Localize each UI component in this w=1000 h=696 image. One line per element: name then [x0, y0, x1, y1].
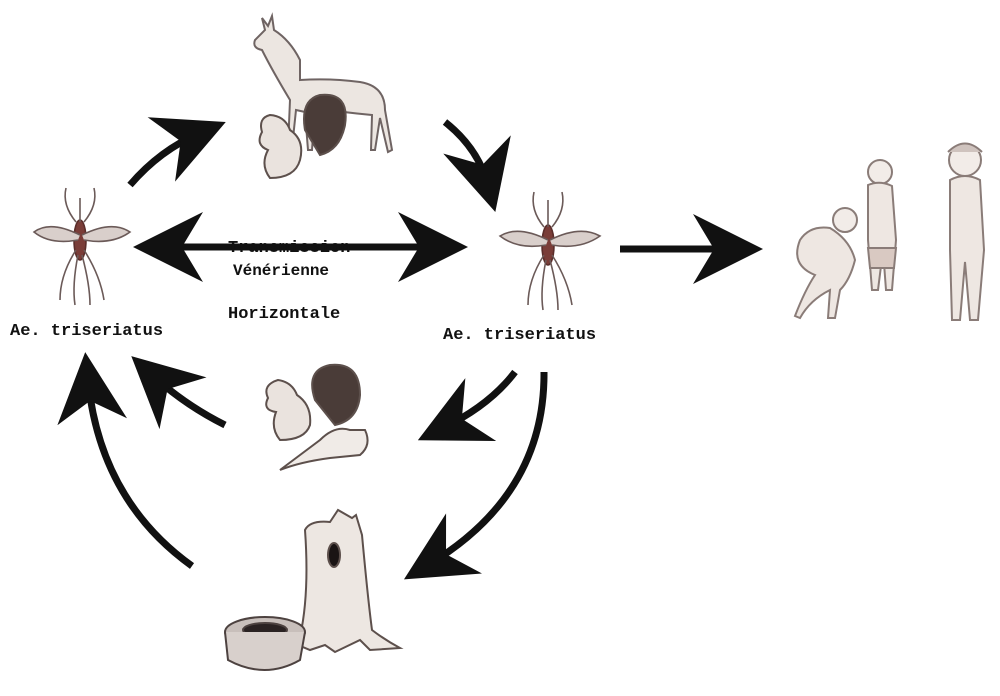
transmission-label-line1: Transmission	[228, 238, 350, 260]
left-mosquito-label: Ae. triseriatus	[10, 322, 163, 341]
arrow-stump-to-mosquito	[88, 380, 192, 566]
arrows	[88, 122, 735, 566]
right-mosquito-label: Ae. triseriatus	[443, 326, 596, 345]
tree-stump-icon	[298, 510, 400, 652]
children-icon	[795, 144, 984, 321]
arrow-mosquito-to-deer	[130, 133, 200, 185]
tire-icon	[225, 617, 305, 670]
mosquito-icon-left	[34, 188, 130, 305]
transmission-label-line2: Horizontale	[228, 304, 350, 326]
arrow-squirrel-to-mosquito	[152, 375, 225, 425]
squirrel-icon-bottom	[266, 365, 367, 470]
arrow-mosquito-to-squirrel	[443, 372, 515, 428]
mosquito-icon-right	[500, 192, 600, 310]
venereal-label: Vénérienne	[233, 262, 329, 280]
arrow-deer-to-mosquito	[445, 122, 488, 185]
